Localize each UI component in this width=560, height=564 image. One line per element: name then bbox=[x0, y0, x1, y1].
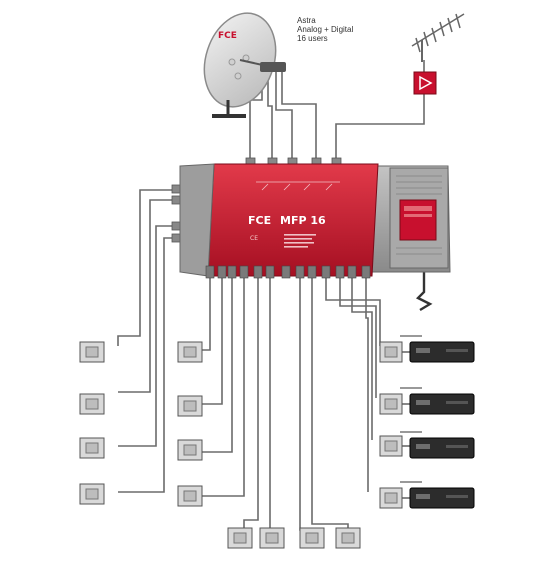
cable-mid-4 bbox=[202, 272, 245, 497]
wall-outlet-icon bbox=[379, 487, 403, 509]
wall-outlet-icon bbox=[379, 393, 403, 415]
cable-left-2 bbox=[118, 199, 180, 393]
wall-outlet-icon bbox=[177, 485, 203, 507]
cable-terrestrial bbox=[335, 94, 425, 160]
wall-outlet-icon bbox=[177, 341, 203, 363]
receivers bbox=[400, 335, 475, 509]
wall-outlet-icon bbox=[177, 439, 203, 461]
set-top-box-icon bbox=[400, 335, 475, 363]
cable-right-3 bbox=[351, 272, 373, 440]
cable-bottom-2 bbox=[269, 272, 276, 531]
caption-line-3: 16 users bbox=[297, 34, 328, 43]
cable-mid-1 bbox=[202, 272, 211, 351]
cable-right-1 bbox=[325, 272, 381, 346]
cable-bottom-1 bbox=[243, 272, 259, 530]
wall-outlet-icon bbox=[259, 527, 285, 549]
wall-outlet-icon bbox=[79, 437, 105, 459]
cable-lnb-4 bbox=[281, 70, 317, 160]
cable-left-3 bbox=[118, 225, 180, 447]
output-connectors bbox=[205, 265, 371, 279]
wall-outlet-icon bbox=[299, 527, 325, 549]
cable-mid-2 bbox=[202, 272, 223, 405]
coax-cables bbox=[117, 60, 433, 531]
cable-bottom-4 bbox=[311, 272, 349, 530]
wall-outlet-icon bbox=[79, 483, 105, 505]
set-top-box-icon bbox=[400, 481, 475, 509]
wall-outlet-icon bbox=[177, 395, 203, 417]
cable-left-1 bbox=[117, 189, 180, 346]
cable-mid-3 bbox=[202, 272, 233, 453]
cable-lnb-2 bbox=[267, 72, 273, 160]
set-top-box-icon bbox=[400, 431, 475, 459]
power-cord bbox=[415, 270, 433, 312]
cable-lnb-3 bbox=[275, 70, 293, 160]
device-model-label: MFP 16 bbox=[280, 214, 326, 227]
wall-outlet-icon bbox=[79, 393, 105, 415]
device-brand-label: FCE bbox=[248, 214, 271, 227]
wall-outlet-icon bbox=[379, 435, 403, 457]
wall-outlet-icon bbox=[227, 527, 253, 549]
caption-line-1: Astra bbox=[297, 16, 316, 25]
cable-bottom-3 bbox=[299, 272, 310, 531]
wall-outlet-icon bbox=[335, 527, 361, 549]
amplifier-icon bbox=[413, 71, 437, 95]
set-top-box-icon bbox=[400, 387, 475, 415]
cable-right-2 bbox=[339, 272, 377, 398]
cable-right-4 bbox=[365, 272, 369, 492]
ce-mark: CE bbox=[250, 235, 258, 242]
satellite-dish-icon: FCE bbox=[203, 12, 286, 118]
caption-line-2: Analog + Digital bbox=[297, 25, 354, 34]
wall-outlet-icon bbox=[379, 341, 403, 363]
system-caption: Astra Analog + Digital 16 users bbox=[297, 16, 353, 43]
dish-brand-label: FCE bbox=[218, 31, 237, 41]
yagi-antenna-icon bbox=[411, 13, 465, 62]
cable-left-4 bbox=[118, 237, 180, 493]
wall-outlet-icon bbox=[79, 341, 105, 363]
wall-outlets bbox=[79, 341, 403, 549]
lnb-icon bbox=[260, 62, 286, 72]
multiswitch-mfp16: FCE MFP 16 CE bbox=[171, 157, 451, 279]
